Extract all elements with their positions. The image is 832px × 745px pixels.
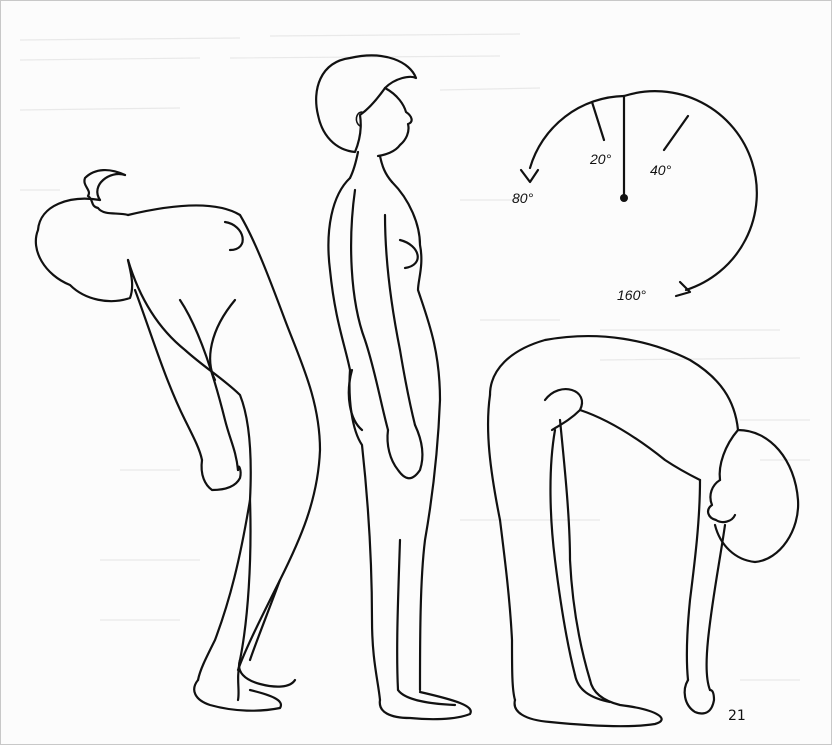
- label-80: 80°: [512, 190, 534, 206]
- front-standing: [392, 182, 440, 690]
- arrowhead-80: [521, 170, 538, 182]
- label-160: 160°: [617, 287, 646, 303]
- figure-number: 21: [728, 708, 746, 724]
- arm-flexion: [687, 480, 700, 680]
- tick-20: [592, 102, 604, 140]
- angle-gauge: 20° 40° 80° 160°: [512, 91, 757, 303]
- hand-extension: [202, 460, 241, 490]
- back-extension: [128, 260, 251, 700]
- back-standing: [328, 178, 380, 700]
- hand-standing: [387, 425, 422, 478]
- front-extension: [128, 206, 320, 670]
- figure-extension: [36, 170, 320, 711]
- hand-flexion: [685, 680, 714, 714]
- label-20: 20°: [589, 151, 612, 167]
- figure-standing: [316, 55, 471, 719]
- face-standing: [378, 88, 412, 156]
- back-flexion: [490, 336, 738, 430]
- front-legs-flexion: [560, 420, 590, 680]
- hair-flexion: [715, 430, 798, 562]
- gauge-arc: [624, 91, 757, 290]
- arm-standing: [351, 190, 388, 430]
- tick-40: [664, 116, 688, 150]
- figure-flexion: [488, 336, 798, 726]
- arm-extension: [135, 290, 202, 460]
- label-40: 40°: [650, 162, 672, 178]
- gauge-center: [620, 194, 628, 202]
- arrowhead-160: [676, 282, 690, 296]
- feet-flexion: [515, 680, 662, 726]
- face-flexion: [708, 480, 735, 522]
- hair-standing: [316, 55, 416, 152]
- feet-standing: [380, 692, 471, 719]
